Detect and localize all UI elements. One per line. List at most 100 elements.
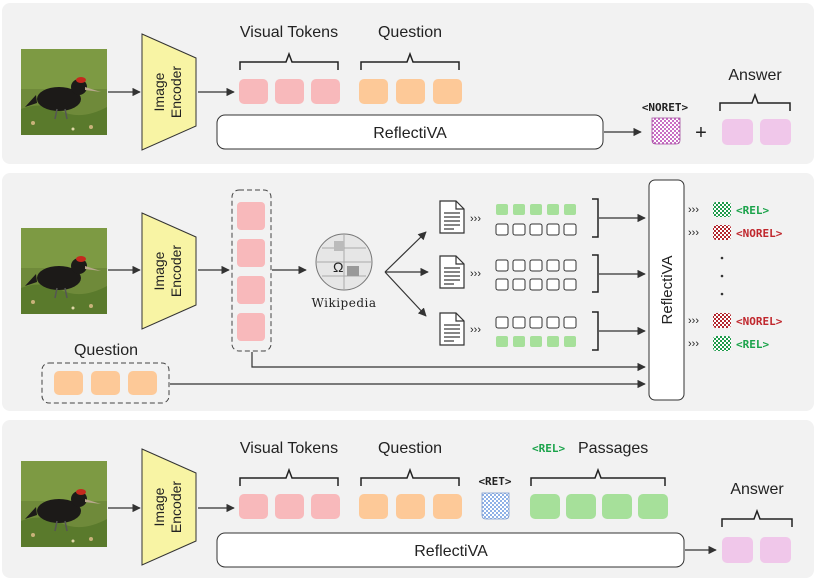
norel-token xyxy=(713,225,731,240)
input-image xyxy=(20,460,108,548)
question-label: Question xyxy=(378,440,442,457)
passage-token-filled xyxy=(564,336,576,347)
passage-token-empty xyxy=(512,316,526,329)
answer-token xyxy=(760,537,791,563)
passage-brace xyxy=(592,198,599,238)
rel-token xyxy=(713,336,731,351)
question-token xyxy=(54,371,83,395)
passage-token-filled xyxy=(513,204,525,215)
passages-brace xyxy=(530,467,666,486)
passage-token-filled xyxy=(530,336,542,347)
visual-token xyxy=(311,494,340,519)
answer-brace xyxy=(719,92,791,111)
model-label: ReflectiVA xyxy=(659,256,676,325)
visual-token xyxy=(237,239,265,267)
wikipedia-globe-icon: Ω xyxy=(315,233,373,291)
answer-label: Answer xyxy=(730,481,784,498)
passage-token xyxy=(530,494,560,519)
reflectiva-model xyxy=(216,114,604,150)
passage-token-filled xyxy=(530,204,542,215)
input-image xyxy=(20,48,108,136)
chevrons: ››› xyxy=(470,268,481,280)
answer-brace xyxy=(721,508,793,527)
passage-token-empty xyxy=(529,278,543,291)
passage-token-empty xyxy=(512,259,526,272)
input-image xyxy=(20,227,108,315)
chevrons: ››› xyxy=(470,213,481,225)
question-brace xyxy=(360,51,460,70)
passage-token-empty xyxy=(563,259,577,272)
passage-token-empty xyxy=(529,316,543,329)
passage-token-empty xyxy=(546,316,560,329)
passage-token-filled xyxy=(547,336,559,347)
document-icon xyxy=(439,200,465,234)
question-token-group xyxy=(41,362,170,404)
passage-token-empty xyxy=(563,223,577,236)
answer-token xyxy=(722,537,753,563)
passage-token-empty xyxy=(529,223,543,236)
passage-token-empty xyxy=(563,278,577,291)
plus-sign: + xyxy=(695,122,707,144)
image-encoder xyxy=(141,33,197,151)
passage-token-filled xyxy=(496,336,508,347)
image-encoder xyxy=(141,212,197,330)
svg-text:Ω: Ω xyxy=(333,259,343,275)
question-token xyxy=(91,371,120,395)
passage-brace xyxy=(592,254,599,293)
visual-token xyxy=(237,202,265,230)
visual-token xyxy=(237,276,265,304)
passage-token xyxy=(638,494,668,519)
encoder-label-2: Encoder xyxy=(168,481,184,533)
output-token-label: <NOREL> xyxy=(736,227,783,240)
visual-to-model-arrow xyxy=(251,352,646,372)
passage-token-empty xyxy=(495,278,509,291)
ellipsis-dot xyxy=(720,292,724,296)
passage-token-empty xyxy=(563,316,577,329)
answer-label: Answer xyxy=(728,67,782,84)
encoder-label-1: Image xyxy=(151,72,167,111)
answer-token xyxy=(760,119,791,145)
passage-token-empty xyxy=(546,259,560,272)
question-label: Question xyxy=(378,24,442,41)
ellipsis-dot xyxy=(720,274,724,278)
question-token xyxy=(396,79,425,104)
visual-token xyxy=(239,494,268,519)
ret-token xyxy=(481,492,510,520)
question-token xyxy=(433,494,462,519)
chevrons: ››› xyxy=(688,338,699,350)
noret-token xyxy=(651,117,681,145)
reflectiva-model xyxy=(648,179,685,401)
ellipsis-dot xyxy=(720,256,724,260)
document-icon xyxy=(439,255,465,289)
visual-token xyxy=(275,494,304,519)
encoder-label-1: Image xyxy=(151,251,167,290)
encoder-label-1: Image xyxy=(151,487,167,526)
panel-with-retrieval: Image Encoder Visual Tokens Question <RE… xyxy=(2,420,814,578)
visual-token xyxy=(311,79,340,104)
visual-token xyxy=(275,79,304,104)
visual-token xyxy=(239,79,268,104)
passage-token xyxy=(602,494,632,519)
noret-token-label: <NORET> xyxy=(642,101,689,114)
question-label: Question xyxy=(74,342,138,359)
question-brace xyxy=(360,467,460,486)
wiki-to-doc3-arrow xyxy=(384,271,427,317)
passage-token-empty xyxy=(495,259,509,272)
wikipedia-label: Wikipedia xyxy=(311,296,376,310)
passage-token-empty xyxy=(495,223,509,236)
wiki-to-doc1-arrow xyxy=(384,231,427,273)
passage-token-empty xyxy=(546,278,560,291)
panel-no-retrieval: Image Encoder Visual Tokens Question Ref… xyxy=(2,3,814,164)
passage-token xyxy=(566,494,596,519)
chevrons: ››› xyxy=(470,324,481,336)
model-label: ReflectiVA xyxy=(373,125,447,142)
ret-token-label: <RET> xyxy=(478,475,511,488)
reflectiva-model xyxy=(216,532,685,568)
passage-token-filled xyxy=(496,204,508,215)
passage-token-grid xyxy=(495,204,577,347)
model-label: ReflectiVA xyxy=(414,543,488,560)
visual-token-group xyxy=(231,189,272,352)
passage-token-empty xyxy=(529,259,543,272)
chevrons: ››› xyxy=(688,227,699,239)
